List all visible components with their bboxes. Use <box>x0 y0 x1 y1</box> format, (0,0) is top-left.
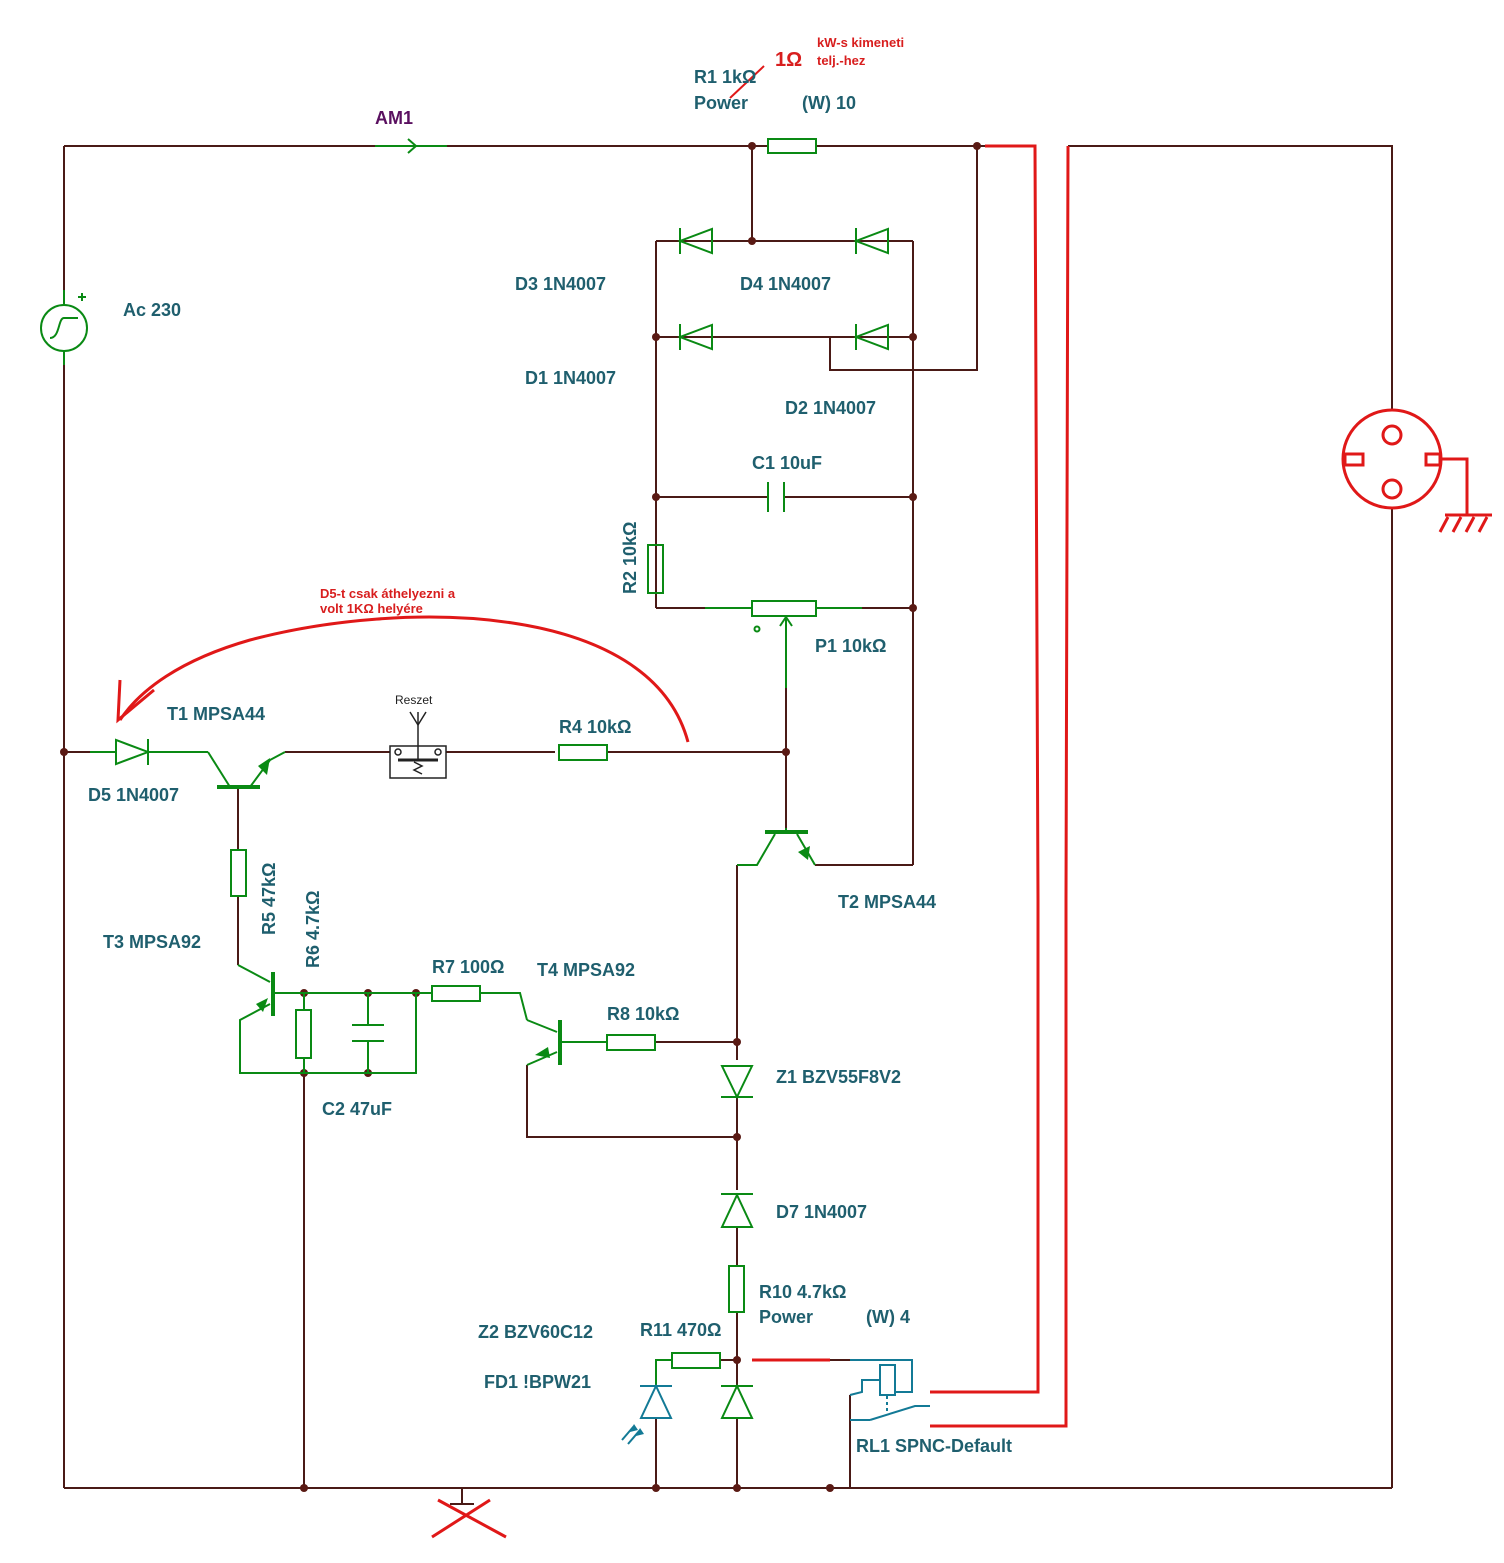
label-d4: D4 1N4007 <box>740 274 831 294</box>
move-d5-arrow <box>116 615 690 743</box>
label-am1: AM1 <box>375 108 413 128</box>
resistor-r2 <box>647 544 664 594</box>
ammeter-am1 <box>375 138 447 154</box>
relay-rl1 <box>849 1359 930 1421</box>
label-note-d5-2: volt 1KΩ helyére <box>320 601 423 616</box>
label-r11: R11 470Ω <box>640 1320 722 1340</box>
label-r10-power: Power <box>759 1307 813 1327</box>
label-t2: T2 MPSA44 <box>838 892 936 912</box>
label-reszet: Reszet <box>395 693 433 707</box>
label-r1-power: Power <box>694 93 748 113</box>
diode-d2 <box>853 323 889 351</box>
junction-dots <box>60 142 981 1492</box>
label-z1: Z1 BZV55F8V2 <box>776 1067 901 1087</box>
label-note-d5-1: D5-t csak áthelyezni a <box>320 586 456 601</box>
resistor-r4 <box>558 744 608 761</box>
label-t1: T1 MPSA44 <box>167 704 265 724</box>
label-r7: R7 100Ω <box>432 957 504 977</box>
resistor-r11 <box>655 1352 721 1385</box>
label-p1: P1 10kΩ <box>815 636 886 656</box>
reset-switch <box>389 711 447 779</box>
diode-d3 <box>677 227 713 255</box>
label-r1-name: R1 1kΩ <box>694 67 756 87</box>
label-r2: R2 10kΩ <box>620 522 640 594</box>
label-r4: R4 10kΩ <box>559 717 631 737</box>
r1-value-strike <box>729 65 765 99</box>
photodiode-fd1 <box>621 1383 673 1445</box>
label-fd1: FD1 !BPW21 <box>484 1372 591 1392</box>
label-r1-watt: (W) 10 <box>802 93 856 113</box>
transistor-t2 <box>737 828 816 866</box>
resistor-r5 <box>230 849 247 897</box>
resistor-r7 <box>431 985 528 1021</box>
label-d1: D1 1N4007 <box>525 368 616 388</box>
modified-wiring <box>752 144 1070 1428</box>
label-t4: T4 MPSA92 <box>537 960 635 980</box>
transistor-t4 <box>526 1019 607 1066</box>
label-r1-new-value: 1Ω <box>775 49 802 71</box>
label-d7: D7 1N4007 <box>776 1202 867 1222</box>
zener-z2 <box>720 1383 754 1419</box>
resistor-r8 <box>606 1034 656 1051</box>
socket-outlet <box>1341 408 1492 533</box>
potentiometer-p1 <box>705 600 862 688</box>
diode-d7 <box>720 1192 754 1228</box>
label-r1-note-2: telj.-hez <box>817 53 866 68</box>
resistor-r1 <box>767 138 817 154</box>
label-r8: R8 10kΩ <box>607 1004 679 1024</box>
resistor-r6 <box>295 993 312 1073</box>
label-rl1: RL1 SPNC-Default <box>856 1436 1012 1456</box>
resistor-r10 <box>728 1265 745 1313</box>
diode-d5 <box>90 738 208 766</box>
wires <box>63 145 1393 1489</box>
diode-d4 <box>853 227 889 255</box>
label-d5: D5 1N4007 <box>88 785 179 805</box>
label-r6: R6 4.7kΩ <box>303 891 323 968</box>
label-d2: D2 1N4007 <box>785 398 876 418</box>
label-t3: T3 MPSA92 <box>103 932 201 952</box>
zener-z1 <box>720 1065 754 1100</box>
label-c2: C2 47uF <box>322 1099 392 1119</box>
label-ac: Ac 230 <box>123 300 181 320</box>
label-r10-watt: (W) 4 <box>866 1307 910 1327</box>
crossed-ground-mark <box>431 1488 507 1539</box>
transistor-t3 <box>237 964 304 1074</box>
diode-d1 <box>677 323 713 351</box>
label-r5: R5 47kΩ <box>259 863 279 935</box>
label-r10-name: R10 4.7kΩ <box>759 1282 847 1302</box>
label-z2: Z2 BZV60C12 <box>478 1322 593 1342</box>
capacitor-c1 <box>767 482 785 512</box>
label-d3: D3 1N4007 <box>515 274 606 294</box>
transistor-t1 <box>207 751 286 789</box>
label-r1-note-1: kW-s kimeneti <box>817 35 904 50</box>
ac-source <box>40 290 88 365</box>
capacitor-c2 <box>304 992 432 1074</box>
label-c1: C1 10uF <box>752 453 822 473</box>
